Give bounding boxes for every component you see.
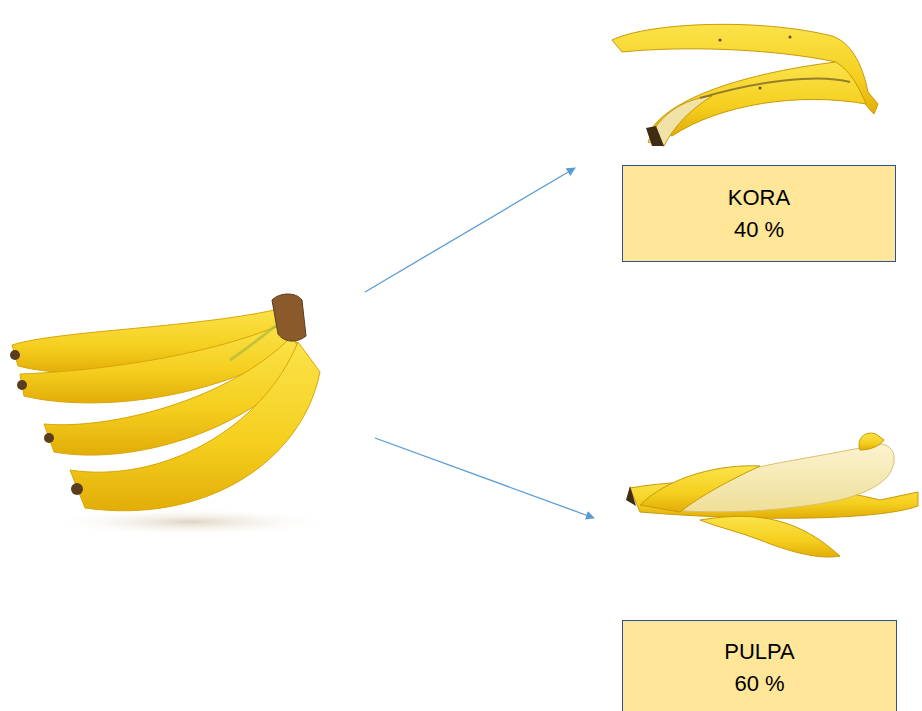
value-box: KORA40 % — [622, 165, 896, 262]
banana-tip — [10, 350, 20, 360]
peel-flap — [640, 466, 760, 512]
arrow — [375, 438, 594, 518]
peel-spot — [789, 36, 792, 39]
peel-flap — [859, 433, 884, 450]
percentage-value: 60 % — [734, 668, 784, 700]
peel-ridge — [700, 79, 850, 98]
peel-spot — [719, 39, 722, 42]
banana-tip — [71, 483, 83, 495]
banana-stem — [272, 294, 306, 341]
peel-strip — [652, 62, 866, 136]
peel-flap — [700, 516, 840, 557]
banana-peel — [612, 24, 878, 146]
peel-end — [646, 126, 664, 146]
arrow — [365, 168, 575, 292]
peel-end — [626, 486, 636, 506]
peel-spot — [759, 87, 762, 90]
value-box: PULPA60 % — [622, 620, 897, 711]
shadow — [50, 508, 330, 536]
peeled-banana — [626, 433, 918, 557]
banana — [70, 342, 320, 511]
banana-tip — [44, 433, 54, 443]
box-heading: KORA — [728, 182, 790, 214]
box-heading: PULPA — [724, 636, 795, 668]
banana-tip — [17, 380, 27, 390]
banana-bunch — [10, 294, 330, 536]
percentage-value: 40 % — [734, 214, 784, 246]
